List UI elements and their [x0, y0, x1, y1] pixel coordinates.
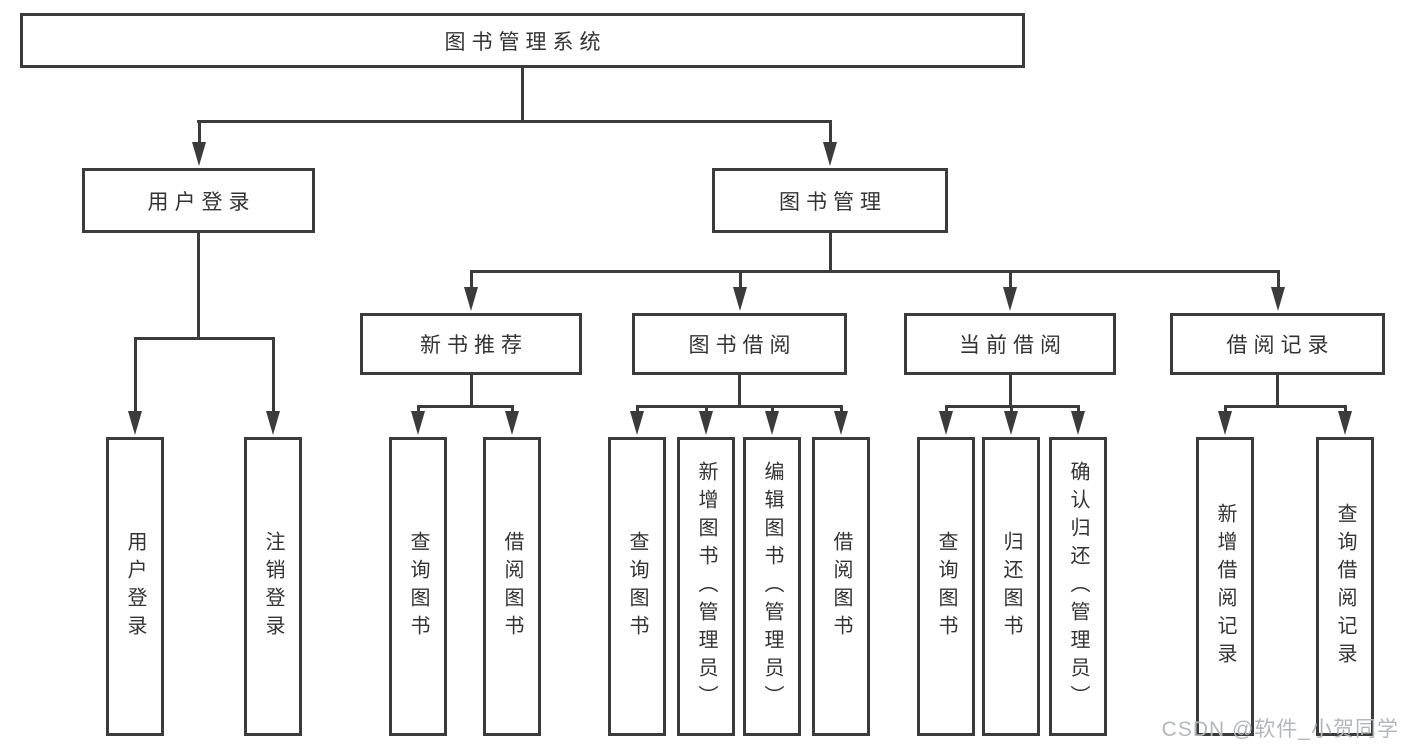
- node-label: 查询借阅记录: [1334, 502, 1356, 671]
- node-leaf-query-record: 查询借阅记录: [1316, 437, 1374, 736]
- node-root: 图书管理系统: [20, 13, 1025, 68]
- connector-drop: [470, 270, 473, 291]
- connector-drop: [1277, 270, 1280, 291]
- connector-drop: [511, 405, 514, 415]
- node-label: 借阅图书: [501, 530, 523, 643]
- arrow-down-icon: [699, 411, 713, 435]
- node-new-book-rec: 新书推荐: [360, 313, 582, 375]
- connector-stem: [1276, 375, 1279, 408]
- node-current-borrow: 当前借阅: [904, 313, 1116, 375]
- arrow-down-icon: [1004, 411, 1018, 435]
- arrow-down-icon: [1271, 287, 1285, 311]
- node-leaf-logout: 注销登录: [244, 437, 302, 736]
- node-label: 图书借阅: [688, 334, 797, 357]
- node-leaf-edit-book: 编辑图书（管理员）: [743, 437, 801, 736]
- arrow-down-icon: [1338, 411, 1352, 435]
- connector-stem: [829, 233, 832, 273]
- node-label: 编辑图书（管理员）: [761, 460, 783, 713]
- node-leaf-query-book-3: 查询图书: [917, 437, 975, 736]
- node-label: 图书管理: [779, 190, 887, 214]
- watermark: CSDN @软件_小贺同学: [1161, 718, 1399, 741]
- arrow-down-icon: [1218, 411, 1232, 435]
- node-label: 查询图书: [407, 530, 429, 643]
- connector-drop: [945, 405, 948, 415]
- node-leaf-confirm-return: 确认归还（管理员）: [1049, 437, 1107, 736]
- node-label: 新书推荐: [420, 334, 528, 357]
- connector-drop: [1009, 270, 1012, 291]
- connector-bar: [636, 405, 843, 408]
- node-leaf-add-record: 新增借阅记录: [1196, 437, 1254, 736]
- connector-drop: [272, 337, 275, 415]
- connector-stem: [470, 375, 473, 408]
- node-label: 借阅记录: [1226, 334, 1335, 357]
- connector-drop: [1224, 405, 1227, 415]
- arrow-down-icon: [128, 411, 142, 435]
- node-label: 当前借阅: [959, 334, 1067, 357]
- node-leaf-query-book-1: 查询图书: [389, 437, 447, 736]
- connector-stem: [521, 68, 524, 123]
- connector-drop: [636, 405, 639, 415]
- arrow-down-icon: [834, 411, 848, 435]
- node-label: 查询图书: [935, 530, 957, 643]
- connector-drop: [705, 405, 708, 415]
- connector-stem: [197, 233, 200, 340]
- node-leaf-borrow-book-1: 借阅图书: [483, 437, 541, 736]
- node-label: 注销登录: [262, 530, 284, 643]
- node-label: 确认归还（管理员）: [1067, 460, 1089, 713]
- node-label: 用户登录: [124, 530, 146, 643]
- node-leaf-borrow-book-2: 借阅图书: [812, 437, 870, 736]
- connector-bar: [417, 405, 514, 408]
- node-label: 图书管理系统: [444, 30, 607, 54]
- arrow-down-icon: [266, 411, 280, 435]
- arrow-down-icon: [1003, 287, 1017, 311]
- arrow-down-icon: [192, 142, 206, 166]
- arrow-down-icon: [939, 411, 953, 435]
- connector-drop: [417, 405, 420, 415]
- node-borrow-records: 借阅记录: [1170, 313, 1385, 375]
- node-user-login: 用户登录: [82, 168, 315, 233]
- arrow-down-icon: [411, 411, 425, 435]
- connector-stem: [738, 375, 741, 408]
- connector-drop: [771, 405, 774, 415]
- connector-drop: [829, 120, 832, 146]
- connector-bar: [197, 120, 832, 123]
- arrow-down-icon: [733, 287, 747, 311]
- connector-drop: [134, 337, 137, 415]
- node-label: 用户登录: [147, 190, 256, 214]
- arrow-down-icon: [630, 411, 644, 435]
- connector-drop: [840, 405, 843, 415]
- node-leaf-return-book: 归还图书: [982, 437, 1040, 736]
- node-label: 新增图书（管理员）: [695, 460, 717, 713]
- arrow-down-icon: [823, 142, 837, 166]
- connector-drop: [1077, 405, 1080, 415]
- node-label: 新增借阅记录: [1214, 502, 1236, 671]
- node-book-mgmt: 图书管理: [712, 168, 948, 233]
- node-label: 查询图书: [626, 530, 648, 643]
- node-leaf-add-book: 新增图书（管理员）: [677, 437, 735, 736]
- arrow-down-icon: [505, 411, 519, 435]
- arrow-down-icon: [1071, 411, 1085, 435]
- arrow-down-icon: [765, 411, 779, 435]
- node-label: 借阅图书: [830, 530, 852, 643]
- connector-drop: [1344, 405, 1347, 415]
- connector-drop: [739, 270, 742, 291]
- node-leaf-user-login: 用户登录: [106, 437, 164, 736]
- node-label: 归还图书: [1000, 530, 1022, 643]
- connector-stem: [1009, 375, 1012, 408]
- connector-drop: [198, 120, 201, 146]
- connector-bar: [134, 337, 275, 340]
- connector-bar: [1224, 405, 1347, 408]
- node-book-borrow: 图书借阅: [632, 313, 847, 375]
- arrow-down-icon: [464, 287, 478, 311]
- connector-drop: [1010, 405, 1013, 415]
- node-leaf-query-book-2: 查询图书: [608, 437, 666, 736]
- connector-bar: [470, 270, 1280, 273]
